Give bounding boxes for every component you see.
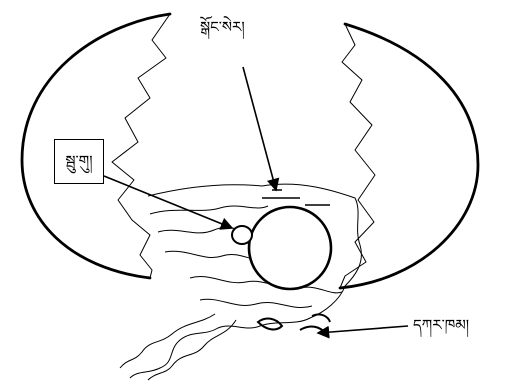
egg-white-outline <box>130 184 361 378</box>
air-cell <box>232 226 252 244</box>
arrow-left <box>104 176 232 228</box>
egg-white-fold-3 <box>312 314 330 322</box>
arrow-top <box>243 67 276 190</box>
crack-edge-left <box>112 14 170 278</box>
label-egg-white: དཀར་ཁམ། <box>413 318 469 333</box>
label-yolk: སྒོང་སེར། <box>200 20 245 35</box>
egg-white-membrane-top <box>262 190 330 205</box>
egg-white-inner-wave-1 <box>150 206 268 214</box>
label-air-cell-box: སྦུ་གུ། <box>54 139 104 184</box>
arrow-right <box>318 326 408 333</box>
label-air-cell: སྦུ་གུ། <box>65 154 92 169</box>
yolk <box>249 207 331 289</box>
egg-white-inner-wave-5 <box>200 299 312 307</box>
crack-edge-right <box>340 24 375 288</box>
egg-white-tail-2 <box>148 320 236 380</box>
egg-white-tail-1 <box>120 314 215 368</box>
